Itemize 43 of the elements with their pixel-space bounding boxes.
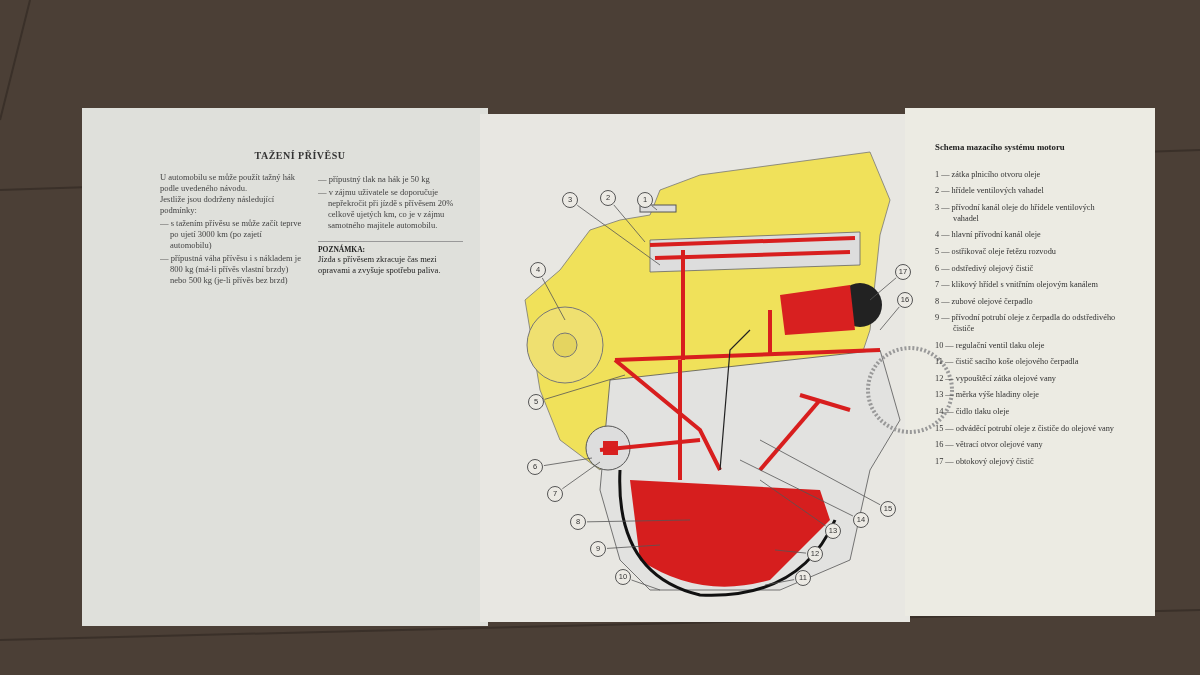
leader-line [561, 461, 601, 490]
legend-item: 2 — hřídele ventilových vahadel [935, 186, 1045, 198]
leader-line [759, 439, 881, 506]
legend-item: 16 — větrací otvor olejové vany [935, 440, 1044, 451]
leader-line [774, 549, 807, 554]
leader-line [651, 205, 658, 211]
legend-item: 10 — regulační ventil tlaku oleje [935, 340, 1046, 352]
leader-line [541, 277, 566, 321]
legend-item: 12 — vypouštěcí zátka olejové vany [935, 373, 1057, 385]
legend-item: 9 — přívodní potrubí oleje z čerpadla do odstředivého čističe [935, 313, 1117, 335]
leader-line [576, 204, 661, 266]
leader-line [759, 479, 826, 527]
legend-item: 11 — čistič sacího koše olejového čerpadla [935, 357, 1080, 368]
paragraph: Jestliže jsou dodrženy následující podmínky: [160, 194, 275, 217]
legend-item: 14 — čidlo tlaku oleje [935, 407, 1011, 418]
legend-item: 8 — zubové olejové čerpadlo [935, 296, 1034, 308]
leader-line [631, 579, 661, 591]
list-item: — v zájmu uživatele se doporučuje nepřekročit při jízdě s přívěsem 20% celkově ujetých km, co je v zájmu samotného majitele automobilu. [318, 187, 455, 232]
leader-line [543, 457, 593, 466]
legend-item: 17 — obtokový olejový čistič [935, 456, 1035, 468]
leader-line [586, 519, 691, 523]
leader-line [879, 306, 900, 331]
note-text: Jízda s přívěsem zkracuje čas mezi opravami a zvyšuje spotřebu paliva. [318, 254, 442, 277]
paragraph: U automobilu se může použít tažný hák podle uvedeného návodu. [160, 172, 297, 195]
list-item: — přípustný tlak na hák je 50 kg [318, 174, 431, 186]
legend-item: 13 — měrka výše hladiny oleje [935, 390, 1040, 401]
leader-line [739, 459, 854, 517]
legend-item: 3 — přívodní kanál oleje do hřídele ventilových vahadel [935, 203, 1096, 225]
leader-line [613, 204, 646, 243]
legend-item: 4 — hlavní přívodní kanál oleje [935, 230, 1042, 241]
leader-line [869, 277, 897, 301]
list-item: — s tažením přívěsu se může začít teprve po ujetí 3000 km (po zajetí automobilu) [160, 218, 303, 252]
legend-item: 5 — ostřikovač oleje řetězu rozvodu [935, 246, 1057, 258]
legend-item: 1 — zátka plnicího otvoru oleje [935, 169, 1042, 181]
legend-item: 7 — klikový hřídel s vnitřním olejovým kanálem [935, 280, 1099, 291]
list-item: — přípustná váha přívěsu i s nákladem je 800 kg (má-li přívěs vlastní brzdy) nebo 500 kg (je-li přívěs bez brzd) [160, 253, 302, 287]
legend-heading: Schema mazacího systému motoru [935, 142, 1066, 154]
page-heading: TAŽENÍ PŘÍVĚSU [253, 150, 347, 161]
leader-line [764, 579, 795, 586]
legend-item: 15 — odváděcí potrubí oleje z čističe do olejové vany [935, 423, 1116, 435]
legend-item: 6 — odstředivý olejový čistič [935, 263, 1035, 275]
leader-line [544, 374, 626, 400]
leader-line [606, 544, 661, 549]
